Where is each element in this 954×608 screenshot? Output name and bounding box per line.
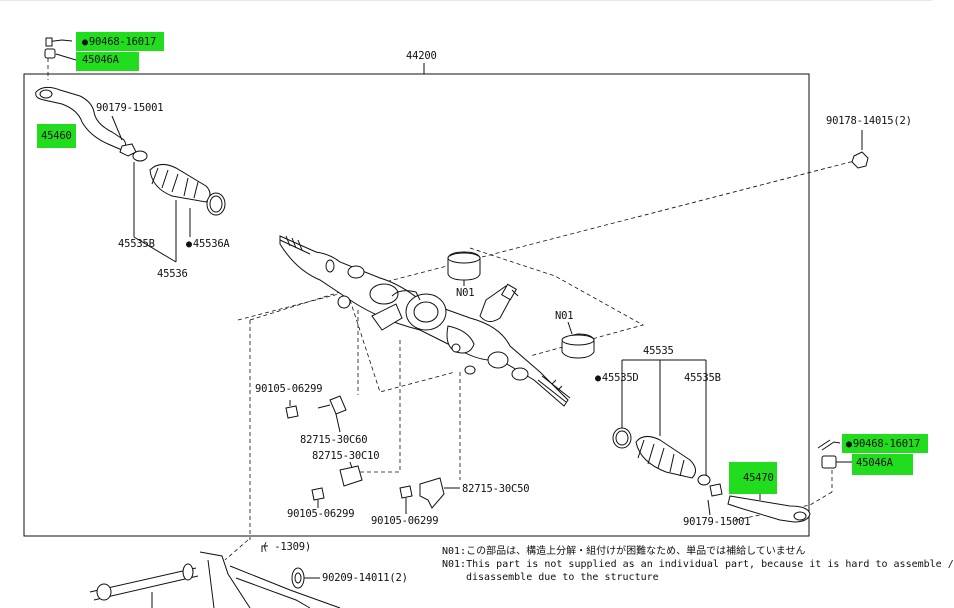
nut-left-label: 90179-15001 <box>96 102 164 114</box>
note-jp: N01:この部品は、構造上分解・組付けが困難なため、単品では補給していません <box>442 546 806 557</box>
assembly-label: 44200 <box>406 50 437 62</box>
assembly-frame <box>23 73 810 537</box>
nut-r-label[interactable]: 45046A <box>852 454 913 475</box>
bracket-b-label: 82715-30C10 <box>312 450 380 462</box>
nut-bottom-r-label: 90179-15001 <box>683 516 751 528</box>
bushing-top-label: N01 <box>456 287 475 299</box>
tie-rod-end-left-label[interactable]: 45460 <box>37 124 76 148</box>
bracket-a-label: 82715-30C60 <box>300 434 368 446</box>
clamp-label: 45536A <box>186 238 230 251</box>
bolt-a-label: 90105-06299 <box>255 383 323 395</box>
range-label: ( -1309) <box>262 541 311 553</box>
bolt-r-label[interactable]: 90468-16017 <box>842 434 929 453</box>
nut-tl-label[interactable]: 45046A <box>76 52 139 71</box>
top-border <box>0 0 932 1</box>
inner-rod-assy-label: 45535 <box>643 345 674 357</box>
bushing-mid-label: N01 <box>555 310 574 322</box>
note-en-1: N01:This part is not supplied as an indi… <box>442 559 954 570</box>
inner-rod-d-label: 45535D <box>595 372 639 385</box>
washer-label: 90209-14011(2) <box>322 572 408 584</box>
boot-kit-label: 45536 <box>157 268 188 280</box>
inner-rod-b-label: 45535B <box>684 372 721 384</box>
diagram-drawing <box>23 37 869 608</box>
boot-label: 45535B <box>118 238 155 250</box>
bolt-b-label: 90105-06299 <box>287 508 355 520</box>
nut-right-top-label: 90178-14015(2) <box>826 115 912 127</box>
bolt-c-label: 90105-06299 <box>371 515 439 527</box>
tie-rod-end-right-label[interactable]: 45470 <box>729 462 777 494</box>
bolt-tl-label[interactable]: 90468-16017 <box>76 32 165 51</box>
parts-diagram: 44200 90468-16017 45046A 45460 90179-150… <box>0 0 932 608</box>
bracket-c-label: 82715-30C50 <box>462 483 530 495</box>
note-en-2: disassemble due to the structure <box>466 572 659 583</box>
